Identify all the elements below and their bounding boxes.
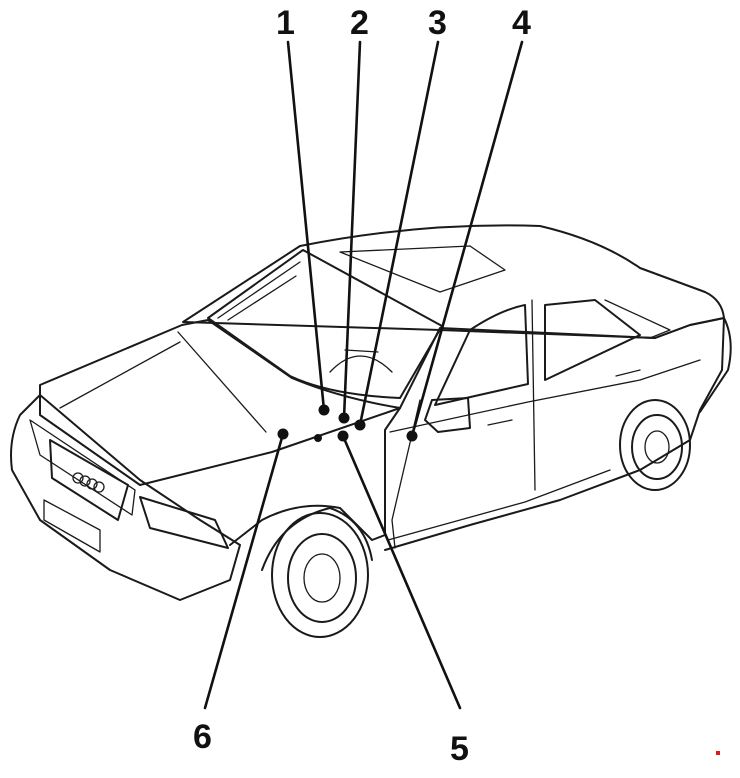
corner-marker [716,751,720,755]
car-hood [39,319,401,486]
leader-6 [203,432,285,710]
car-front-wheel [261,507,373,638]
car-front-window [434,304,529,406]
car-illustration [10,224,732,638]
car-front-fender [229,407,401,546]
dot-1 [318,404,330,416]
dot-3 [354,419,366,431]
callout-number-2: 2 [350,4,369,42]
callout-number-3: 3 [428,4,447,42]
dot-extra [314,434,322,442]
car-sunroof [339,245,506,293]
car-rear-window [544,299,641,381]
car-side-body [384,317,725,551]
car-rear-wheel [619,399,691,491]
callout-number-1: 1 [276,4,295,42]
dot-6 [277,428,289,440]
dot-4 [406,430,418,442]
car-front [10,394,241,601]
callout-number-6: 6 [193,718,212,756]
car-grille [49,439,129,521]
callout-number-5: 5 [450,730,469,768]
leader-1 [286,40,326,412]
callout-leaders [203,40,524,710]
callout-numbers: 1 2 3 4 5 6 [193,4,531,768]
callout-dots [277,404,418,442]
leader-3 [358,40,440,427]
car-headlight [139,496,229,549]
leader-5 [341,434,462,710]
car-side-mirror [424,397,471,433]
dot-2 [338,412,350,424]
car-license-plate [43,499,101,553]
leader-4 [410,40,524,438]
car-roof [182,224,725,339]
car-rear [699,317,732,413]
leader-2 [342,40,362,420]
callout-number-4: 4 [512,4,531,42]
dot-5 [337,430,349,442]
